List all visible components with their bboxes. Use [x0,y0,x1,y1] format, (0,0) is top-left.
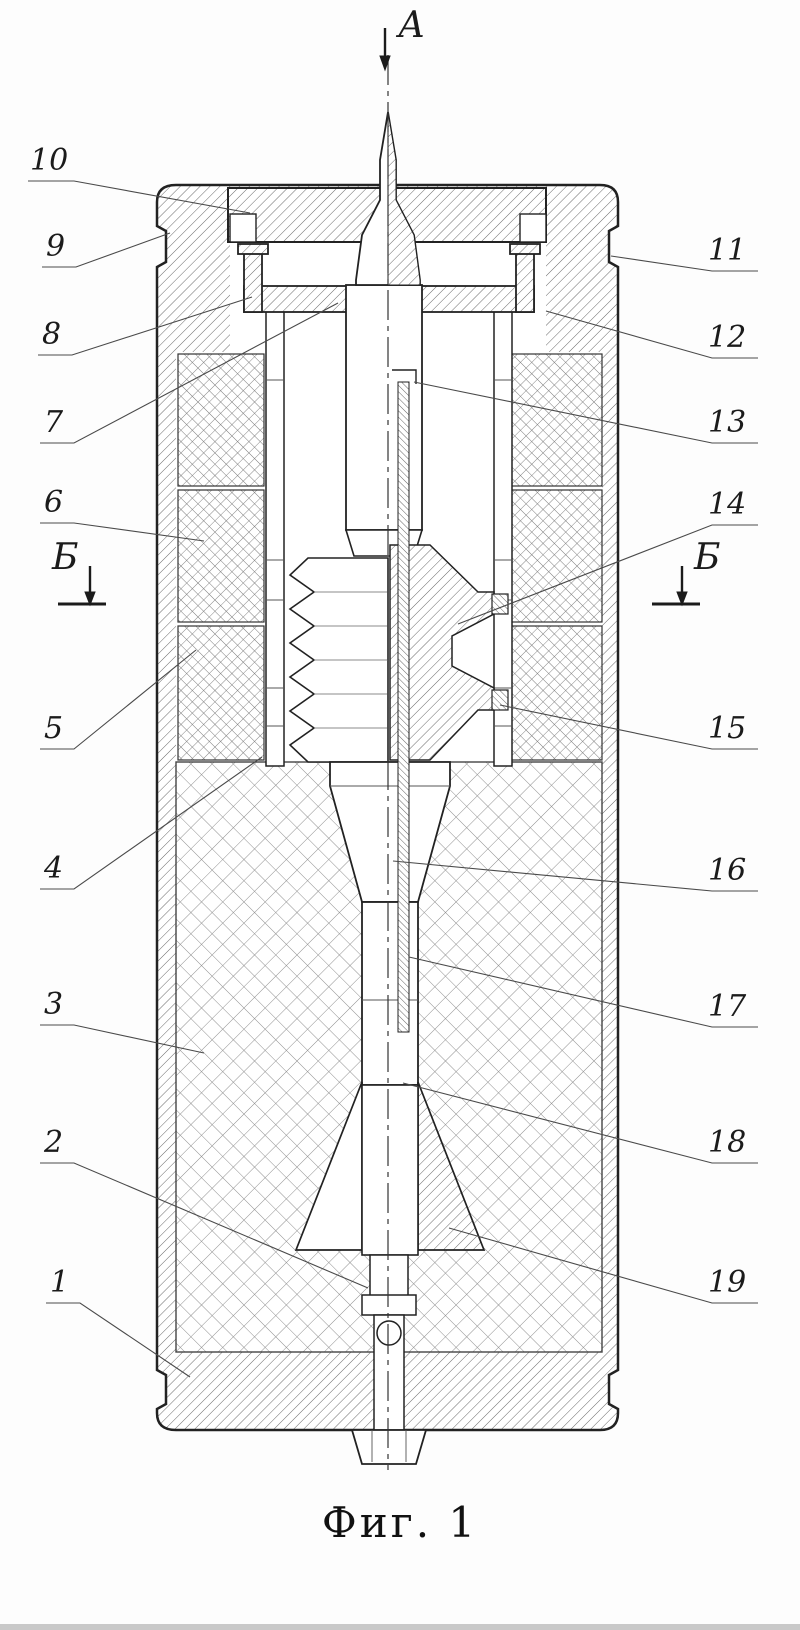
leader-16 [392,860,758,892]
primer-stub-lines [371,1430,407,1462]
fin-hub-section [389,544,495,761]
leader-18 [402,1082,758,1164]
top-cap-step-right [519,213,547,243]
leader-4 [40,756,263,890]
section-letter-b-right: Б [694,537,721,578]
scan-edge-strip [0,1624,800,1630]
leader-11 [610,255,758,272]
leader-1 [46,1302,191,1378]
callout-10: 10 [30,143,69,178]
top-cap-step-left [229,213,257,243]
leader-13 [413,381,758,444]
callout-1: 1 [50,1265,70,1300]
tail-stem [361,1254,417,1431]
callout-13: 13 [708,405,747,440]
leader-9 [42,232,171,268]
retainer-bracket [392,369,417,384]
callout-19: 19 [708,1265,747,1300]
propellant-blocks [177,353,603,761]
section-marker-b-right [652,566,700,607]
leader-8 [38,296,253,356]
section-marker-b-left [58,566,106,607]
section-letter-b-left: Б [52,537,79,578]
figure-caption: Фиг. 1 [321,1498,479,1547]
leader-15 [499,704,758,750]
callout-16: 16 [708,853,747,888]
callout-7: 7 [44,405,64,440]
leader-6 [40,522,205,542]
callout-8: 8 [42,317,62,352]
missile-lower-body [361,901,419,1086]
callout-6: 6 [44,485,64,520]
leader-5 [40,649,197,750]
primer-stub [350,1429,428,1465]
callout-12: 12 [708,320,747,355]
leader-2 [40,1162,369,1289]
callout-9: 9 [46,229,66,264]
callout-5: 5 [44,711,64,746]
callout-2: 2 [44,1125,64,1160]
leader-19 [448,1227,758,1304]
missile-upper-body [345,284,423,531]
section-marker-a [379,28,391,72]
callout-11: 11 [708,233,747,268]
missile-nose-section [387,111,421,286]
leader-lines [28,180,758,1378]
callout-18: 18 [708,1125,747,1160]
callout-3: 3 [44,987,64,1022]
callout-17: 17 [708,989,747,1024]
guide-tube-walls [265,309,513,767]
callout-14: 14 [708,487,747,522]
callout-15: 15 [708,711,747,746]
missile-between-fins [361,1084,419,1256]
sabot-rib-lines [314,591,388,729]
leader-14 [457,524,758,625]
leader-7 [40,302,339,444]
callout-4: 4 [44,851,64,886]
hub-stop-upper [491,593,509,615]
leader-3 [40,1024,205,1054]
leader-17 [408,956,758,1028]
hub-stop-lower [491,689,509,711]
section-letter-a: А [398,5,426,46]
guide-rod [397,381,410,1033]
leader-12 [545,310,758,359]
leader-10 [28,180,251,214]
